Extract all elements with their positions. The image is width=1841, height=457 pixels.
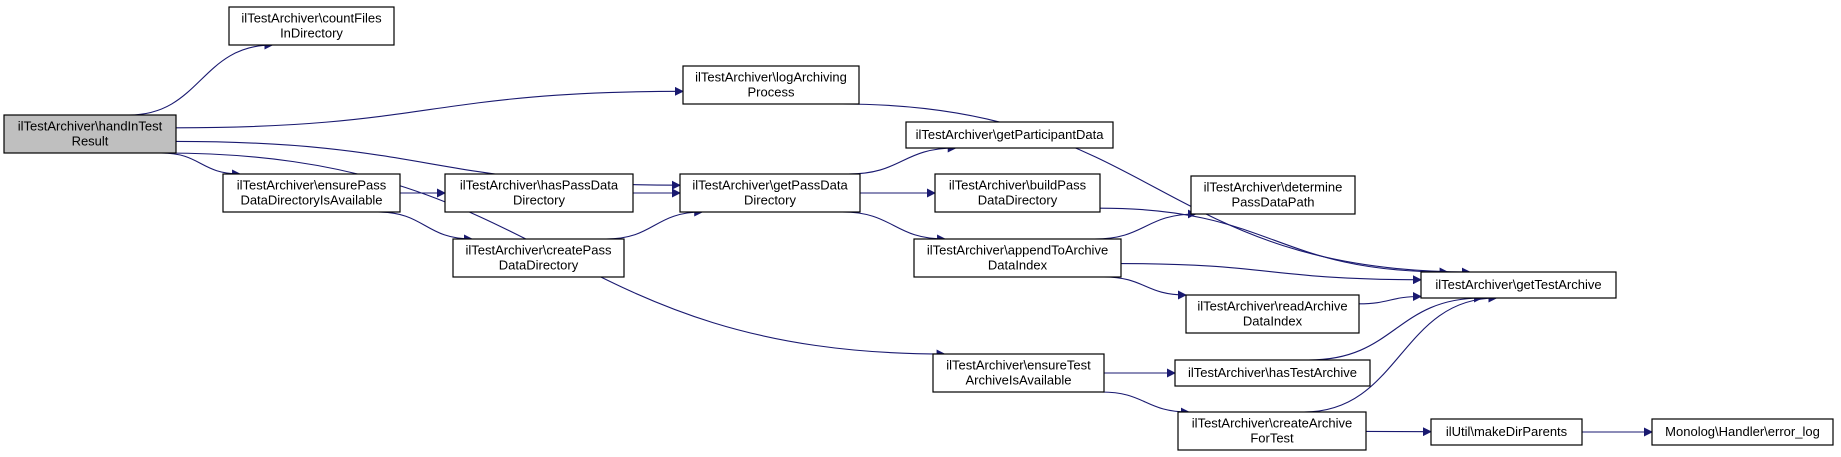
node-label-line: DataDirectoryIsAvailable (240, 193, 382, 208)
node-label-line: ilTestArchiver\logArchiving (695, 70, 847, 85)
node-box (679, 173, 861, 213)
edge-createArchiveForTest-to-getTestArchive (1304, 293, 1498, 413)
node-box (452, 238, 625, 278)
node-makeDirParents[interactable]: ilUtil\makeDirParents (1430, 418, 1583, 446)
node-getParticipantData[interactable]: ilTestArchiver\getParticipantData (905, 121, 1114, 149)
node-box (1185, 294, 1360, 334)
node-label-line: ilTestArchiver\countFiles (241, 11, 382, 26)
node-box (222, 173, 401, 213)
node-label-line: ilTestArchiver\buildPass (949, 178, 1087, 193)
node-label-line: ilTestArchiver\ensurePass (237, 178, 387, 193)
node-label-line: ilTestArchiver\appendToArchive (927, 243, 1108, 258)
node-box (1177, 411, 1367, 451)
node-label-line: PassDataPath (1231, 195, 1314, 210)
node-label-line: Directory (513, 193, 566, 208)
edge-handInTestResult-to-ensurePassDataDirectoryIsAvailable (161, 152, 242, 179)
nodes-layer: ilTestArchiver\handInTestResultilTestArc… (3, 6, 1834, 451)
node-label-line: DataDirectory (499, 258, 579, 273)
node-box (1420, 271, 1617, 299)
node-box (682, 65, 860, 105)
node-box (3, 114, 177, 154)
node-box (905, 121, 1114, 149)
node-box (1190, 175, 1356, 215)
node-label-line: ilTestArchiver\getTestArchive (1435, 277, 1601, 292)
edges-layer (128, 40, 1653, 437)
node-label-line: Directory (744, 193, 797, 208)
node-ensureTestArchiveIsAvailable[interactable]: ilTestArchiver\ensureTestArchiveIsAvaila… (932, 353, 1105, 393)
node-box (913, 238, 1122, 278)
node-label-line: ilTestArchiver\getPassData (692, 178, 848, 193)
node-label-line: Monolog\Handler\error_log (1665, 424, 1820, 439)
node-box (934, 173, 1101, 213)
node-label-line: ilTestArchiver\determine (1204, 180, 1343, 195)
edge-readArchiveDataIndex-to-getTestArchive (1358, 291, 1422, 305)
node-box (1430, 418, 1583, 446)
edge-appendToArchiveDataIndex-to-readArchiveDataIndex (1104, 276, 1187, 300)
edge-ensureTestArchiveIsAvailable-to-createArchiveForTest (1101, 391, 1190, 417)
node-label-line: ArchiveIsAvailable (966, 373, 1072, 388)
edge-createPassDataDirectory-to-getPassDataDirectory (606, 207, 704, 240)
node-box (1651, 418, 1834, 446)
node-box (1174, 359, 1371, 387)
edge-logArchivingProcess-to-getTestArchive (842, 103, 1471, 277)
node-label-line: ilTestArchiver\ensureTest (946, 358, 1091, 373)
edge-hasTestArchive-to-getTestArchive (1308, 293, 1484, 361)
node-label-line: ForTest (1250, 431, 1294, 446)
node-box (932, 353, 1105, 393)
edge-handInTestResult-to-logArchivingProcess (175, 86, 684, 129)
edge-appendToArchiveDataIndex-to-determinePassDataPath (1094, 209, 1197, 240)
node-label-line: ilTestArchiver\hasTestArchive (1188, 365, 1357, 380)
node-error_log[interactable]: Monolog\Handler\error_log (1651, 418, 1834, 446)
edge-ensurePassDataDirectoryIsAvailable-to-createPassDataDirectory (377, 211, 474, 244)
node-label-line: DataDirectory (978, 193, 1058, 208)
node-label-line: Result (72, 134, 109, 149)
node-box (444, 173, 634, 213)
node-label-line: ilTestArchiver\readArchive (1197, 299, 1347, 314)
node-label-line: ilTestArchiver\createArchive (1192, 416, 1352, 431)
edge-buildPassDataDirectory-to-getTestArchive (1099, 207, 1449, 277)
node-label-line: DataIndex (988, 258, 1048, 273)
node-ensurePassDataDirectoryIsAvailable[interactable]: ilTestArchiver\ensurePassDataDirectoryIs… (222, 173, 401, 213)
node-label-line: ilTestArchiver\createPass (466, 243, 612, 258)
node-label-line: Process (748, 85, 795, 100)
node-label-line: ilTestArchiver\handInTest (18, 119, 163, 134)
node-label-line: ilTestArchiver\hasPassData (460, 178, 619, 193)
node-hasTestArchive[interactable]: ilTestArchiver\hasTestArchive (1174, 359, 1371, 387)
node-label-line: ilUtil\makeDirParents (1446, 424, 1568, 439)
node-label-line: DataIndex (1243, 314, 1303, 329)
node-label-line: ilTestArchiver\getParticipantData (916, 127, 1105, 142)
edge-handInTestResult-to-countFilesInDirectory (128, 40, 274, 116)
node-label-line: InDirectory (280, 26, 343, 41)
node-box (228, 6, 395, 46)
edge-getPassDataDirectory-to-appendToArchiveDataIndex (842, 211, 947, 244)
edge-getPassDataDirectory-to-getParticipantData (848, 143, 957, 175)
node-getTestArchive[interactable]: ilTestArchiver\getTestArchive (1420, 271, 1617, 299)
edge-appendToArchiveDataIndex-to-getTestArchive (1120, 263, 1422, 285)
